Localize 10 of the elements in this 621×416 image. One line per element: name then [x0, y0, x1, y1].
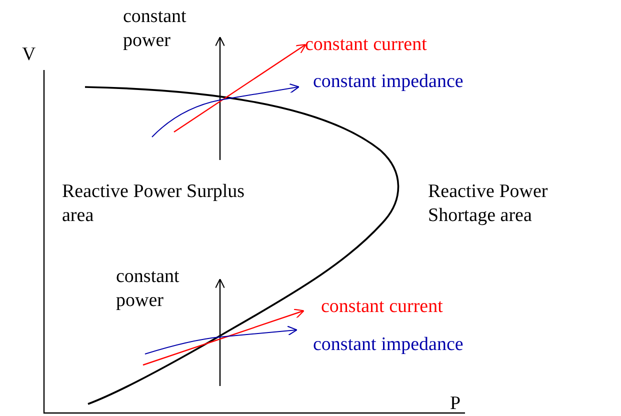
annotation-text: constant current: [305, 33, 427, 57]
annotation-text: constant current: [321, 295, 443, 319]
region-label: Reactive Power Surplus area: [62, 180, 246, 228]
annotation-text: constant power: [116, 265, 180, 313]
annotation-text: constant impedance: [313, 333, 464, 357]
annotation-text: constant impedance: [313, 70, 464, 94]
axis-label: V: [22, 43, 36, 67]
annotation-text: constant power: [123, 5, 188, 53]
axis-label: P: [450, 392, 461, 416]
region-label: Reactive Power Shortage area: [428, 180, 549, 228]
